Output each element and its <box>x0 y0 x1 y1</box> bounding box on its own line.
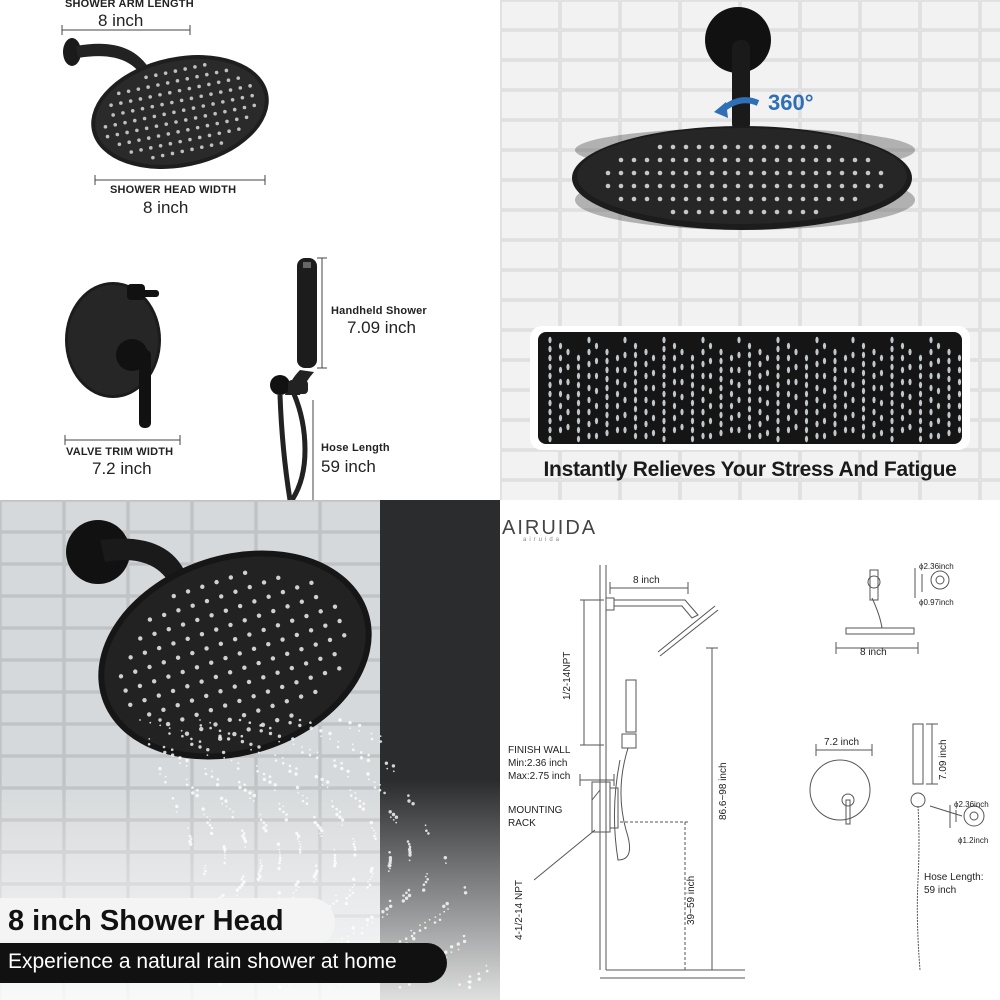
handheld-label: Handheld Shower <box>331 305 427 317</box>
rotation-label: 360° <box>768 90 814 115</box>
headline-banner: 8 inch Shower Head <box>0 898 335 946</box>
holder-inner-dimension: ϕ1.2inch <box>958 836 989 845</box>
hose-length-label: Hose Length <box>321 442 390 454</box>
arm-length-value: 8 inch <box>98 11 144 30</box>
head-width-dimension: 8 inch <box>860 647 887 658</box>
hose-length-label-diagram: Hose Length: <box>924 872 984 883</box>
subline-text: Experience a natural rain shower at home <box>8 950 397 973</box>
npt-top-dimension: 1/2-14NPT <box>562 651 573 700</box>
rack-label: RACK <box>508 818 536 829</box>
handheld-value: 7.09 inch <box>347 318 416 337</box>
flange-outer-top: ϕ2.36inch <box>919 562 954 571</box>
brand-logo: AIRUIDA <box>502 517 598 539</box>
stress-relief-caption: Instantly Relieves Your Stress And Fatig… <box>543 458 957 481</box>
finish-wall-label: FINISH WALL <box>508 745 571 756</box>
rain-shower-panel: 8 inch Shower Head Experience a natural … <box>0 500 500 1000</box>
total-height-dimension: 86.6~98 inch <box>718 762 729 820</box>
npt-bottom-dimension: 4-1/2-14 NPT <box>514 879 525 940</box>
rotation-panel: 360° Instantly Relieves Your Stress And … <box>500 0 1000 500</box>
subline-banner: Experience a natural rain shower at home <box>0 943 447 983</box>
rotating-shower-illustration <box>500 0 1000 500</box>
technical-drawing-panel: AIRUIDA airuida 8 inch 1/2-14NPT FINISH … <box>500 500 1000 1000</box>
valve-width-label: VALVE TRIM WIDTH <box>66 446 174 458</box>
headline-text: 8 inch Shower Head <box>8 905 284 937</box>
valve-width-value: 7.2 inch <box>92 459 152 478</box>
hose-length-value: 59 inch <box>321 457 376 476</box>
finish-wall-min: Min:2.36 inch <box>508 758 568 769</box>
handheld-length-dimension: 7.09 inch <box>938 739 949 780</box>
installation-diagram <box>533 565 985 979</box>
brand-logo-sub: airuida <box>523 537 563 543</box>
arm-length-label: SHOWER ARM LENGTH <box>65 0 194 10</box>
mounting-label: MOUNTING <box>508 805 563 816</box>
head-width-label: SHOWER HEAD WIDTH <box>110 184 237 196</box>
head-width-value: 8 inch <box>143 198 189 217</box>
hose-length-value-diagram: 59 inch <box>924 885 957 896</box>
dimensions-panel: SHOWER ARM LENGTH 8 inch SHOWER HEAD WID… <box>0 0 500 500</box>
finish-wall-max: Max:2.75 inch <box>508 771 571 782</box>
holder-outer-dimension: ϕ2.36inch <box>954 800 989 809</box>
flange-inner-top: ϕ0.97inch <box>919 598 954 607</box>
arm-dimension: 8 inch <box>633 575 660 586</box>
valve-width-dimension: 7.2 inch <box>824 737 860 748</box>
valve-height-dimension: 39~59 inch <box>686 875 697 925</box>
product-parts-illustration <box>61 25 327 500</box>
